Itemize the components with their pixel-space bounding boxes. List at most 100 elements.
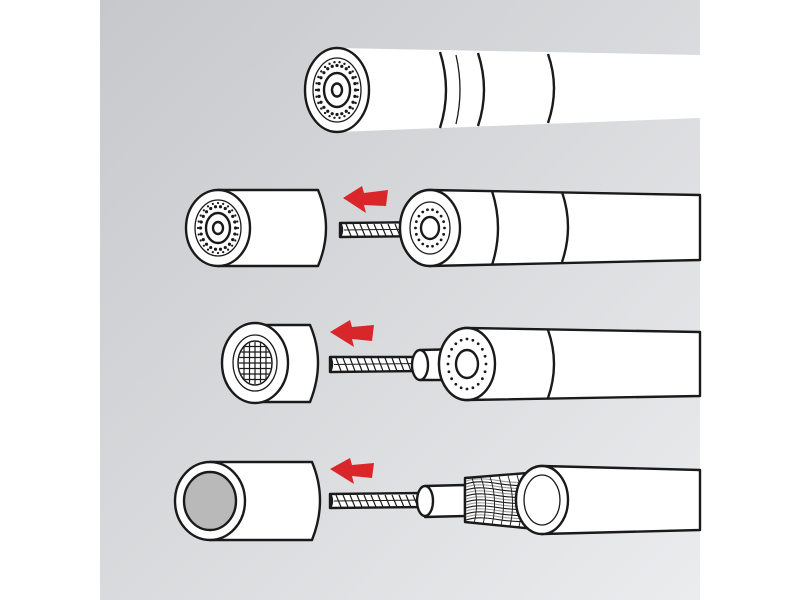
shield-dot <box>206 205 210 208</box>
shield-dot <box>340 112 344 116</box>
shield-dot <box>347 111 351 115</box>
braid-strand <box>471 477 477 525</box>
conductor-strand <box>398 494 405 508</box>
shield-dot <box>315 95 318 98</box>
braid-weave-face <box>237 340 273 386</box>
shield-dot <box>450 347 454 351</box>
conductor-strand <box>405 494 412 508</box>
shield-dot <box>431 244 434 248</box>
conductor-strand <box>384 357 391 372</box>
shield-dot <box>216 201 220 205</box>
shield-dot <box>443 226 446 230</box>
shield-dot <box>236 233 239 236</box>
shield-dot <box>233 226 238 230</box>
shield-dot <box>454 382 458 386</box>
step-1-intact-cable <box>303 46 700 134</box>
shield-dot <box>222 202 225 205</box>
red-arrow-left-icon <box>330 458 374 484</box>
braid-strand <box>489 476 495 526</box>
shield-dot <box>211 251 214 254</box>
shield-dot <box>226 248 230 251</box>
cable-end-face <box>303 46 371 134</box>
shield-dot <box>454 342 458 346</box>
shield-dot <box>465 337 469 341</box>
shield-dot <box>343 114 346 118</box>
shield-dot <box>338 61 341 64</box>
shield-dot <box>317 101 320 105</box>
shield-dot <box>476 342 480 346</box>
step-2-jacket-removed <box>184 186 702 268</box>
shield-dot <box>231 214 235 218</box>
removed-dielectric-tube <box>173 460 322 542</box>
shield-dot <box>439 214 443 218</box>
shield-dot <box>236 220 239 223</box>
shield-dot <box>196 226 200 230</box>
shield-dot <box>483 354 487 358</box>
shield-dot <box>356 82 359 85</box>
shield-dot <box>226 205 230 208</box>
red-arrow-left-icon <box>343 186 388 213</box>
shield-dot <box>480 377 484 381</box>
shield-dot <box>340 64 344 68</box>
braid-strand <box>507 475 513 527</box>
shield-dot <box>351 70 354 73</box>
shield-dot <box>199 232 203 236</box>
shield-dot <box>223 206 227 211</box>
shield-dot <box>484 362 488 366</box>
conductor-strand <box>377 494 384 508</box>
conductor-strand <box>333 363 419 365</box>
shield-dot <box>480 347 484 351</box>
removed-braid-piece <box>220 321 320 405</box>
shield-dot <box>317 94 321 98</box>
shield-dot <box>201 214 205 218</box>
shield-dot <box>330 64 334 68</box>
shield-dot <box>435 242 439 246</box>
shield-dot <box>414 220 418 224</box>
shield-dot <box>353 82 357 86</box>
shield-dot <box>471 386 475 390</box>
shield-dot <box>351 76 355 80</box>
shield-dot <box>326 109 330 113</box>
conductor-strand <box>377 357 384 372</box>
shield-dot <box>414 226 417 230</box>
shield-dot <box>414 232 418 236</box>
exposed-dielectric <box>415 483 467 519</box>
shield-dot <box>231 238 235 242</box>
shield-dot <box>338 116 341 119</box>
shield-dot <box>421 210 425 214</box>
shield-dot <box>347 65 351 69</box>
shield-dot <box>333 116 336 119</box>
braid-strand <box>480 477 486 525</box>
shield-dot <box>435 210 439 214</box>
shield-dot <box>202 244 205 247</box>
shield-dot <box>326 67 330 71</box>
shield-dot <box>223 245 227 250</box>
shield-dot <box>417 238 421 242</box>
shield-dot <box>204 242 209 246</box>
shield-dots-ring <box>414 208 446 248</box>
shield-dot <box>216 251 220 255</box>
shield-dot <box>322 105 326 109</box>
shield-dot <box>218 205 223 209</box>
step-3-dielectric-removed <box>220 320 702 405</box>
shield-dot <box>465 387 469 391</box>
shield-dot <box>314 88 318 92</box>
shield-dot <box>351 107 354 110</box>
shield-dot <box>356 95 359 98</box>
shield-dot <box>197 220 200 223</box>
shield-dot <box>204 210 209 214</box>
conductor-strand <box>333 499 424 502</box>
shield-dot <box>319 76 323 80</box>
shield-dot <box>213 247 218 251</box>
shield-dot <box>354 75 357 79</box>
shield-dot <box>320 107 323 110</box>
shield-dot <box>442 232 446 236</box>
remaining-cable <box>398 188 702 268</box>
shield-dot <box>209 206 213 211</box>
center-conductor <box>328 491 427 510</box>
shield-dot <box>231 209 234 212</box>
shield-dot <box>348 105 352 109</box>
shield-dot <box>426 244 429 248</box>
shield-dot <box>348 71 352 75</box>
